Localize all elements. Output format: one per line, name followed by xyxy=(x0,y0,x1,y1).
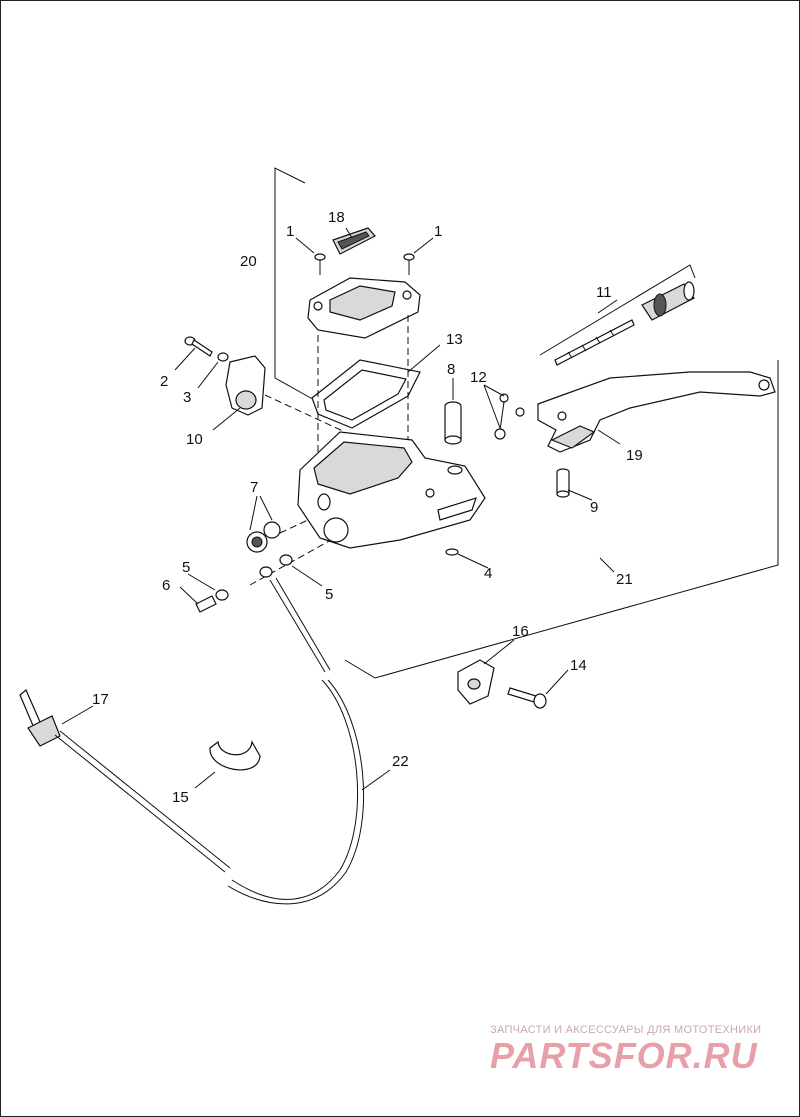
lever-bushing xyxy=(556,468,570,498)
pivot-bushing xyxy=(444,401,462,445)
callout-21: 21 xyxy=(616,571,633,588)
assembly-bracket-20 xyxy=(274,167,319,403)
watermark-logo-text: PARTSFOR.RU xyxy=(490,1035,758,1076)
callout-22: 22 xyxy=(392,753,409,770)
callout-17: 17 xyxy=(92,691,109,708)
callout-19: 19 xyxy=(626,447,643,464)
retaining-ring xyxy=(445,548,459,556)
banjo-fitting xyxy=(259,566,273,578)
callout-3: 3 xyxy=(183,389,191,406)
callout-5-left: 5 xyxy=(182,559,190,576)
callout-13: 13 xyxy=(446,331,463,348)
cover-screw-left xyxy=(314,253,326,275)
callout-11: 11 xyxy=(596,284,612,301)
callout-5-right: 5 xyxy=(325,586,333,603)
master-cylinder-body xyxy=(297,431,486,549)
line-clip xyxy=(457,659,495,705)
callout-20: 20 xyxy=(240,253,257,270)
callout-12: 12 xyxy=(470,369,487,386)
watermark-logo: PARTSFOR.RU xyxy=(490,1035,758,1076)
switch-housing xyxy=(246,521,281,553)
assembly-bracket-21 xyxy=(344,264,779,679)
piston-spring xyxy=(554,319,635,366)
callout-14: 14 xyxy=(570,657,587,674)
clamp-screw xyxy=(184,336,213,357)
callout-15: 15 xyxy=(172,789,189,806)
cover-screw-right xyxy=(403,253,415,275)
handlebar-clamp xyxy=(225,355,266,416)
callout-10: 10 xyxy=(186,431,203,448)
sealing-washer-upper xyxy=(279,554,293,566)
banjo-bolt xyxy=(195,589,229,613)
brake-line xyxy=(227,577,365,905)
sight-glass xyxy=(332,227,376,255)
cable-clip xyxy=(209,740,261,771)
callout-1-right: 1 xyxy=(434,223,442,240)
leader-lines xyxy=(61,227,621,791)
piston xyxy=(641,281,695,321)
pivot-pin xyxy=(494,393,525,440)
brake-lever xyxy=(537,371,776,453)
reservoir-cover xyxy=(307,277,421,339)
callout-9: 9 xyxy=(590,499,598,516)
callout-8: 8 xyxy=(447,361,455,378)
clamp-washer xyxy=(217,352,229,362)
callout-18: 18 xyxy=(328,209,345,226)
callout-4: 4 xyxy=(484,565,492,582)
watermark-tagline: ЗАПЧАСТИ И АКСЕССУАРЫ ДЛЯ МОТОТЕХНИКИ xyxy=(490,1024,762,1036)
callout-16: 16 xyxy=(512,623,529,640)
callout-6: 6 xyxy=(162,577,170,594)
clip-screw xyxy=(507,687,547,709)
callout-7: 7 xyxy=(250,479,258,496)
switch-cable xyxy=(19,689,231,873)
cover-gasket xyxy=(311,359,421,429)
callout-2: 2 xyxy=(160,373,168,390)
callout-1-left: 1 xyxy=(286,223,294,240)
